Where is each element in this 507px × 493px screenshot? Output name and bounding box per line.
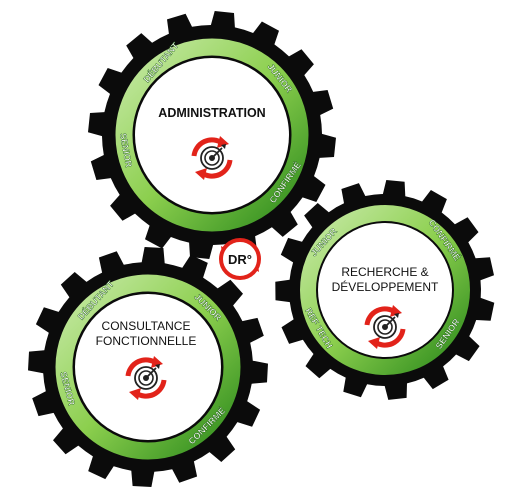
dr-badge: DR°: [219, 238, 261, 280]
gear-title: ADMINISTRATION: [158, 106, 265, 120]
gear-administration: DÉBUTANT JUNIOR CONFIRMÉ SENIOR ADMINIST…: [88, 11, 336, 259]
level-ring: [300, 205, 470, 375]
gear-title-line-1: CONSULTANCE: [102, 319, 191, 333]
level-ring: [115, 38, 309, 232]
gear-consultance-fonctionnelle: DÉBUTANT JUNIOR CONFIRMÉ SENIOR CONSULTA…: [28, 247, 268, 487]
gear-face: [318, 223, 452, 357]
refresh-arrow-left: [221, 246, 226, 254]
level-ring: [55, 274, 241, 460]
target-refresh-icon: [364, 305, 406, 349]
target-refresh-icon: [191, 136, 233, 180]
target-refresh-icon: [125, 356, 167, 400]
gear-face: [135, 58, 289, 212]
refresh-icon: [219, 238, 261, 280]
gear-recherche-developpement: JUNIOR CONFIRMÉ SENIOR REF TECH RECHERCH…: [275, 180, 495, 400]
gear-title-line-2: FONCTIONNELLE: [96, 334, 197, 348]
refresh-arrow-right: [254, 264, 259, 272]
gear-title-line-2: DÉVELOPPEMENT: [332, 279, 439, 294]
dr-badge-label: DR°: [228, 252, 252, 267]
gear-title-line-1: RECHERCHE &: [341, 265, 428, 279]
